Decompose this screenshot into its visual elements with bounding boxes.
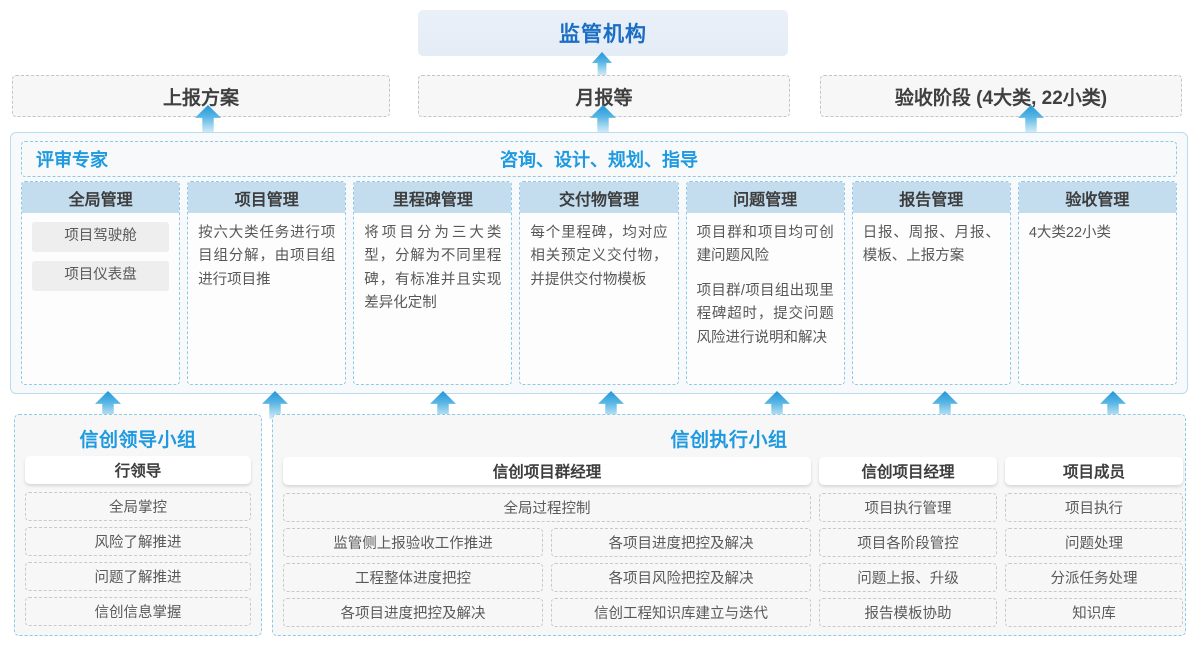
program-manager-left-items: 监管侧上报验收工作推进 工程整体进度把控 各项目进度把控及解决 [283, 528, 543, 627]
column-body: 项目群和项目均可创建问题风险 项目群/项目组出现里程碑超时，提交问题风险进行说明… [687, 213, 844, 384]
leader-group-panel: 信创领导小组 行领导 全局掌控 风险了解推进 问题了解推进 信创信息掌握 [14, 414, 262, 636]
column-paragraph: 4大类22小类 [1028, 225, 1112, 241]
project-manager-item[interactable]: 项目执行管理 [819, 493, 997, 522]
pill-item[interactable]: 项目驾驶舱 [32, 222, 170, 252]
column-body: 项目驾驶舱 项目仪表盘 [22, 213, 179, 384]
column-paragraph: 项目群和项目均可创建问题风险 [696, 225, 834, 265]
leader-group-item[interactable]: 信创信息掌握 [25, 597, 251, 626]
leader-group-item[interactable]: 风险了解推进 [25, 527, 251, 556]
column-body: 每个里程碑，均对应相关预定义交付物，并提供交付物模板 [520, 213, 677, 384]
leader-group-head[interactable]: 行领导 [25, 456, 251, 484]
project-manager-item[interactable]: 报告模板协助 [819, 598, 997, 627]
leader-group-title: 信创领导小组 [79, 430, 197, 451]
program-manager-item[interactable]: 各项目进度把控及解决 [283, 598, 543, 627]
channel-box-report-plan: 上报方案 [12, 75, 390, 117]
program-manager-item[interactable]: 工程整体进度把控 [283, 563, 543, 592]
channel-label-report-plan: 上报方案 [162, 87, 239, 109]
management-columns: 全局管理 项目驾驶舱 项目仪表盘 项目管理 按六大类任务进行项目组分解，由项目组… [21, 181, 1177, 385]
column-header: 里程碑管理 [354, 182, 512, 213]
member-column: 项目成员 项目执行 问题处理 分派任务处理 知识库 [1005, 457, 1183, 627]
column-body: 将项目分为三大类型，分解为不同里程碑，有标准并且实现差异化定制 [354, 213, 511, 384]
management-column-global[interactable]: 全局管理 项目驾驶舱 项目仪表盘 [21, 181, 181, 385]
member-item[interactable]: 问题处理 [1005, 528, 1183, 557]
management-column-deliverable[interactable]: 交付物管理 每个里程碑，均对应相关预定义交付物，并提供交付物模板 [519, 181, 679, 385]
program-manager-item[interactable]: 各项目风险把控及解决 [551, 563, 811, 592]
column-body: 日报、周报、月报、模板、上报方案 [853, 213, 1010, 384]
column-header: 报告管理 [852, 182, 1010, 213]
member-head[interactable]: 项目成员 [1005, 457, 1183, 485]
regulator-banner: 监管机构 [418, 10, 788, 56]
role-review-expert: 评审专家 [36, 150, 108, 170]
program-manager-head[interactable]: 信创项目群经理 [283, 457, 811, 485]
channel-label-acceptance: 验收阶段 (4大类, 22小类) [894, 87, 1108, 109]
program-manager-grid: 监管侧上报验收工作推进 工程整体进度把控 各项目进度把控及解决 各项目进度把控及… [283, 528, 811, 627]
column-paragraph: 将项目分为三大类型，分解为不同里程碑，有标准并且实现差异化定制 [364, 225, 502, 312]
column-paragraph: 按六大类任务进行项目组分解，由项目组进行项目推 [198, 225, 336, 288]
channel-box-acceptance: 验收阶段 (4大类, 22小类) [820, 75, 1182, 117]
project-manager-head[interactable]: 信创项目经理 [819, 457, 997, 485]
project-manager-item[interactable]: 问题上报、升级 [819, 563, 997, 592]
management-panel: 评审专家 咨询、设计、规划、指导 全局管理 项目驾驶舱 项目仪表盘 项目管理 按… [10, 132, 1188, 394]
leader-group-body: 行领导 全局掌控 风险了解推进 问题了解推进 信创信息掌握 [15, 452, 261, 626]
pill-item[interactable]: 项目仪表盘 [32, 261, 170, 291]
program-manager-item[interactable]: 信创工程知识库建立与迭代 [551, 598, 811, 627]
management-column-acceptance[interactable]: 验收管理 4大类22小类 [1017, 181, 1177, 385]
role-bar: 评审专家 咨询、设计、规划、指导 [21, 141, 1177, 177]
member-item[interactable]: 项目执行 [1005, 493, 1183, 522]
member-item[interactable]: 分派任务处理 [1005, 563, 1183, 592]
management-column-report[interactable]: 报告管理 日报、周报、月报、模板、上报方案 [851, 181, 1011, 385]
column-body: 4大类22小类 [1019, 213, 1176, 384]
member-item[interactable]: 知识库 [1005, 598, 1183, 627]
program-manager-right-items: 各项目进度把控及解决 各项目风险把控及解决 信创工程知识库建立与迭代 [551, 528, 811, 627]
column-header: 问题管理 [686, 182, 844, 213]
management-column-project[interactable]: 项目管理 按六大类任务进行项目组分解，由项目组进行项目推 [187, 181, 347, 385]
program-manager-column: 信创项目群经理 全局过程控制 监管侧上报验收工作推进 工程整体进度把控 各项目进… [283, 457, 811, 627]
column-header: 全局管理 [22, 182, 180, 213]
project-manager-column: 信创项目经理 项目执行管理 项目各阶段管控 问题上报、升级 报告模板协助 [819, 457, 997, 627]
exec-group-columns: 信创项目群经理 全局过程控制 监管侧上报验收工作推进 工程整体进度把控 各项目进… [273, 452, 1185, 627]
program-manager-full-item[interactable]: 全局过程控制 [283, 493, 811, 522]
column-header: 验收管理 [1018, 182, 1176, 213]
program-manager-item[interactable]: 监管侧上报验收工作推进 [283, 528, 543, 557]
exec-group-title: 信创执行小组 [670, 430, 788, 451]
leader-group-item[interactable]: 问题了解推进 [25, 562, 251, 591]
column-header: 项目管理 [188, 182, 346, 213]
program-manager-item[interactable]: 各项目进度把控及解决 [551, 528, 811, 557]
management-column-issue[interactable]: 问题管理 项目群和项目均可创建问题风险 项目群/项目组出现里程碑超时，提交问题风… [685, 181, 845, 385]
exec-group-panel: 信创执行小组 信创项目群经理 全局过程控制 监管侧上报验收工作推进 工程整体进度… [272, 414, 1186, 636]
regulator-label: 监管机构 [559, 23, 647, 46]
column-header: 交付物管理 [520, 182, 678, 213]
leader-group-item[interactable]: 全局掌控 [25, 492, 251, 521]
column-paragraph: 每个里程碑，均对应相关预定义交付物，并提供交付物模板 [530, 225, 668, 288]
channel-label-monthly: 月报等 [575, 87, 633, 109]
management-column-milestone[interactable]: 里程碑管理 将项目分为三大类型，分解为不同里程碑，有标准并且实现差异化定制 [353, 181, 513, 385]
column-body: 按六大类任务进行项目组分解，由项目组进行项目推 [188, 213, 345, 384]
role-consulting: 咨询、设计、规划、指导 [500, 150, 698, 170]
project-manager-item[interactable]: 项目各阶段管控 [819, 528, 997, 557]
column-paragraph: 日报、周报、月报、模板、上报方案 [862, 225, 1000, 265]
column-paragraph: 项目群/项目组出现里程碑超时，提交问题风险进行说明和解决 [696, 282, 834, 346]
